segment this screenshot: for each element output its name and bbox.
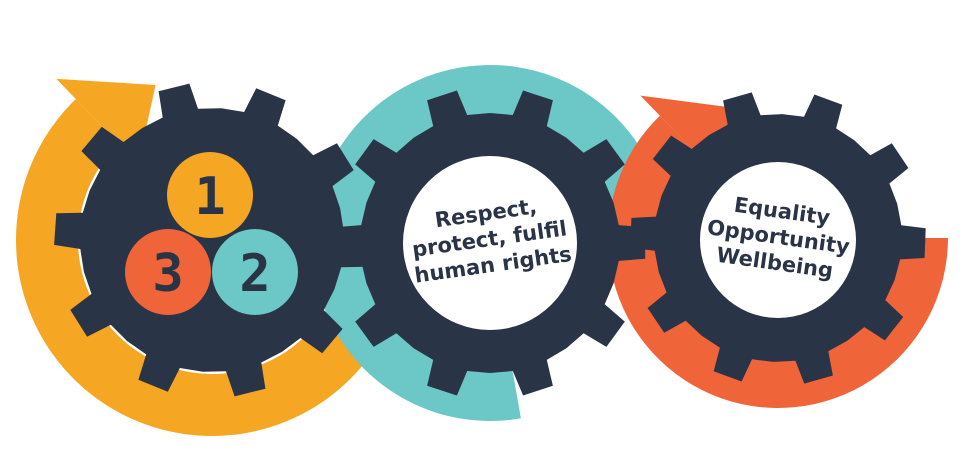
step-1-circle — [167, 152, 253, 238]
ring-orange — [15, 99, 409, 436]
middle-gear-label: Respect, protect, fulfil human rights — [403, 156, 577, 330]
ring-red — [608, 115, 948, 408]
right-gear-label: Equality Opportunity Wellbeing — [700, 162, 856, 318]
step-3-circle — [125, 229, 211, 315]
step-3-label: 3 — [152, 244, 183, 304]
step-2-circle — [212, 229, 298, 315]
middle-gear-hub — [403, 156, 577, 330]
steps-group: 1 2 3 — [125, 152, 298, 315]
gear-left-icon — [54, 83, 370, 397]
step-2-label: 2 — [239, 244, 270, 304]
step-3-badge: 3 — [125, 229, 211, 315]
step-1-label: 1 — [194, 167, 225, 227]
step-1-badge: 1 — [167, 152, 253, 238]
right-gear-hub — [700, 162, 856, 318]
step-2-badge: 2 — [212, 229, 298, 315]
